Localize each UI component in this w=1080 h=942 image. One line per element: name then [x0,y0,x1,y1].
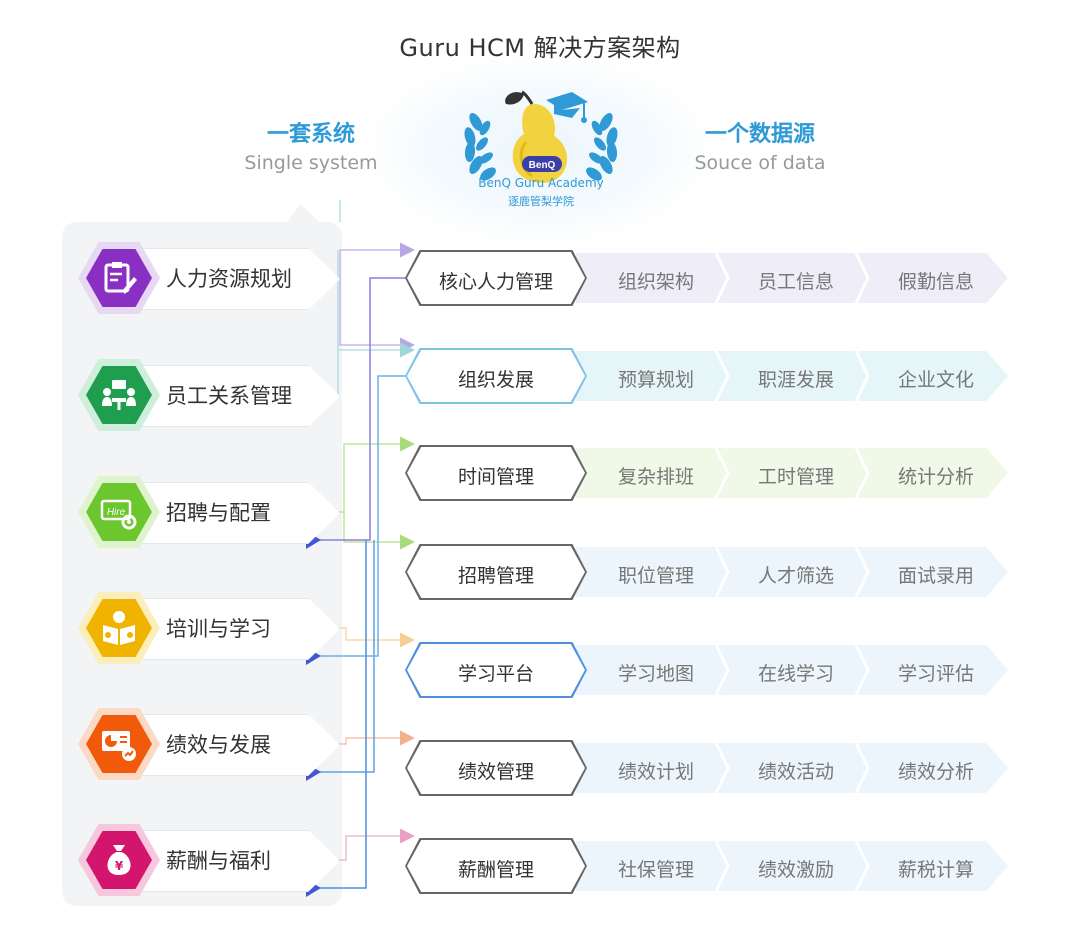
hex-fill [86,599,152,657]
benq-guru-logo: BenQ [464,90,618,184]
row-item[interactable]: 预算规划 [617,369,694,391]
row-main-fill [407,447,585,499]
row-performance-management[interactable]: 绩效管理 绩效计划 绩效活动 绩效分析 [405,740,1010,796]
hire-text: Hire [107,507,126,518]
row-strip [576,547,1008,597]
row-strip [576,743,1008,793]
module-label: 招聘与配置 [166,501,271,525]
row-main-label: 绩效管理 [457,761,534,783]
right-tagline-en: Souce of data [694,152,826,174]
row-org-development[interactable]: 组织发展 预算规划 职涯发展 企业文化 [405,348,1010,404]
hire-board-icon: Hire [100,499,137,530]
row-item[interactable]: 企业文化 [897,369,974,391]
row-item[interactable]: 学习评估 [897,663,974,685]
row-item[interactable]: 统计分析 [897,466,974,488]
row-item[interactable]: 职涯发展 [757,369,834,391]
module-compensation[interactable]: ¥ 薪酬与福利 [78,824,340,896]
left-panel [62,222,342,906]
row-item[interactable]: 薪税计算 [897,859,974,881]
row-item[interactable]: 员工信息 [757,271,834,293]
graduation-cap-icon [546,92,588,123]
row-item[interactable]: 职位管理 [617,565,694,587]
row-main-fill [407,546,585,598]
row-item[interactable]: 假勤信息 [897,271,974,293]
row-strip [576,645,1008,695]
row-recruitment-management[interactable]: 招聘管理 职位管理 人才筛选 面试录用 [405,544,1010,600]
right-tagline-cn: 一个数据源 [704,122,815,147]
row-item[interactable]: 社保管理 [617,859,694,881]
row-strip [576,841,1008,891]
left-tagline-cn: 一套系统 [266,122,355,147]
row-strip [576,253,1008,303]
row-main-fill [407,252,585,304]
laurel-right-icon [586,112,618,181]
row-item[interactable]: 工时管理 [757,466,834,488]
clipboard-pen-icon [104,262,137,294]
row-main-fill [407,742,585,794]
panel-pointer [286,204,322,224]
row-strip [576,448,1008,498]
module-label: 薪酬与福利 [166,849,271,873]
row-main-fill [407,350,585,402]
svg-text:¥: ¥ [115,859,124,873]
row-core-hr[interactable]: 核心人力管理 组织架构 员工信息 假勤信息 [405,250,1010,306]
row-item[interactable]: 学习地图 [617,663,694,685]
meeting-people-icon [102,380,136,410]
module-training[interactable]: 培训与学习 [78,592,340,664]
row-item[interactable]: 复杂排班 [617,466,694,488]
row-item[interactable]: 组织架构 [617,271,694,293]
module-label: 培训与学习 [166,617,271,641]
row-item[interactable]: 绩效计划 [617,761,694,783]
module-recruitment[interactable]: Hire 招聘与配置 [78,476,340,548]
row-main-fill [407,644,585,696]
benq-badge [522,156,562,172]
row-main-label: 学习平台 [457,663,534,685]
module-label: 人力资源规划 [166,267,292,291]
module-label: 员工关系管理 [166,384,292,408]
row-main-fill [407,840,585,892]
row-main-label: 组织发展 [457,369,534,391]
row-strip [576,351,1008,401]
row-item[interactable]: 绩效激励 [757,859,834,881]
left-tagline-en: Single system [244,152,378,174]
module-performance[interactable]: 绩效与发展 [78,708,340,780]
row-learning-platform[interactable]: 学习平台 学习地图 在线学习 学习评估 [405,642,1010,698]
page-title: Guru HCM 解决方案架构 [399,34,681,62]
reading-person-icon [103,611,135,645]
row-main-label: 招聘管理 [457,565,534,587]
laurel-left-icon [464,112,496,181]
row-time-management[interactable]: 时间管理 复杂排班 工时管理 统计分析 [405,445,1010,501]
module-hr-planning[interactable]: 人力资源规划 [78,242,340,314]
row-item[interactable]: 绩效分析 [897,761,974,783]
left-tagline: 一套系统 Single system [236,116,386,174]
row-main-label: 核心人力管理 [438,271,553,293]
row-item[interactable]: 面试录用 [897,565,974,587]
row-item[interactable]: 人才筛选 [757,565,834,587]
logo-name: BenQ Guru Academy [478,176,604,190]
row-item[interactable]: 在线学习 [757,663,834,685]
money-bag-icon: ¥ [107,845,131,875]
row-compensation-management[interactable]: 薪酬管理 社保管理 绩效激励 薪税计算 [405,838,1010,894]
performance-chart-icon [102,731,136,761]
logo-cn: 逐鹿管梨学院 [508,195,574,208]
row-main-label: 时间管理 [457,466,534,488]
module-label: 绩效与发展 [166,733,271,757]
module-employee-relations[interactable]: 员工关系管理 [78,359,340,431]
right-tagline: 一个数据源 Souce of data [680,116,840,174]
row-item[interactable]: 绩效活动 [757,761,834,783]
row-main-label: 薪酬管理 [457,859,534,881]
benq-badge-text: BenQ [529,160,556,171]
